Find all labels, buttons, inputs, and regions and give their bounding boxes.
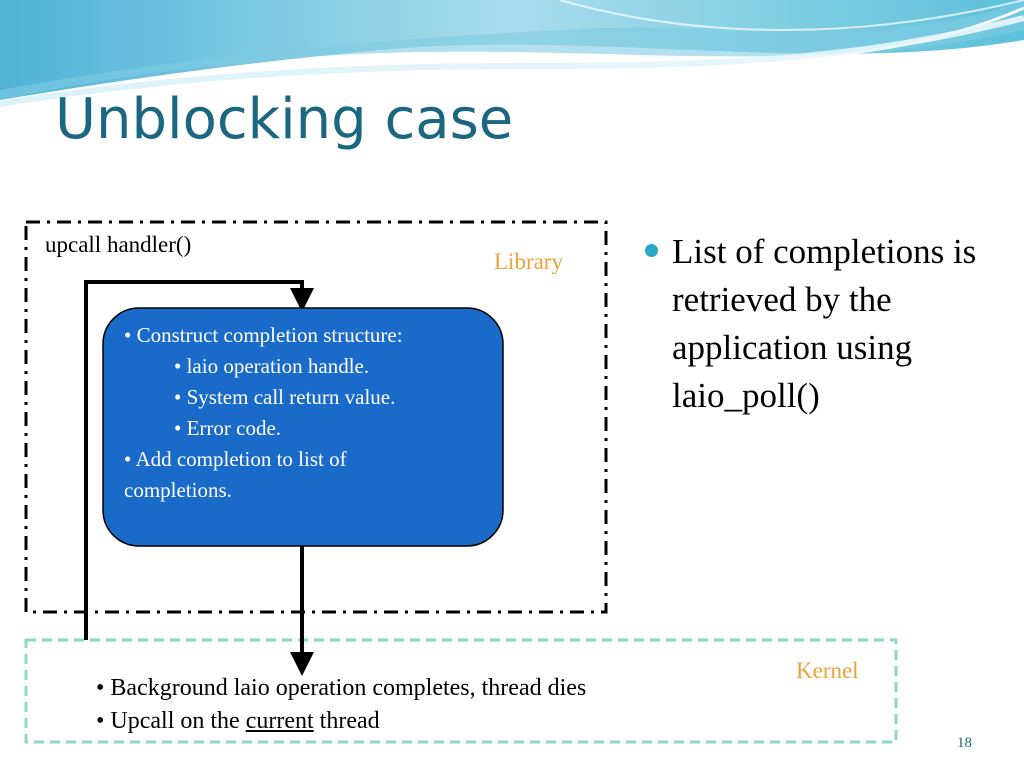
box-line: • Add completion to list of	[124, 447, 347, 471]
kernel-line-suffix: thread	[313, 708, 380, 734]
kernel-line-prefix: • Upcall on the	[96, 708, 246, 734]
kernel-line: • Background laio operation completes, t…	[96, 675, 587, 701]
box-line: • Error code.	[174, 416, 282, 440]
box-line: • laio operation handle.	[174, 354, 370, 378]
kernel-line: • Upcall on the current thread	[96, 705, 586, 738]
upcall-handler-label: upcall handler()	[45, 232, 192, 257]
header-wave-decoration	[0, 0, 1024, 114]
library-boundary	[24, 220, 608, 614]
upcall-arrow	[84, 280, 314, 640]
bullet-list: List of completions is retrieved by the …	[645, 228, 1015, 420]
completion-box-text: • Construct completion structure: • laio…	[124, 320, 500, 506]
bullet-text: List of completions is retrieved by the …	[672, 232, 977, 415]
kernel-text: • Background laio operation completes, t…	[96, 672, 586, 738]
slide-title: Unblocking case	[55, 87, 514, 152]
page-number: 18	[957, 735, 972, 751]
kernel-line-underlined: current	[245, 708, 314, 734]
kernel-label: Kernel	[796, 658, 859, 683]
box-line: • Construct completion structure:	[124, 323, 403, 347]
library-label: Library	[494, 249, 563, 274]
box-line: • System call return value.	[174, 385, 396, 409]
bullet-item: List of completions is retrieved by the …	[645, 228, 1015, 420]
kernel-boundary	[24, 638, 898, 744]
bullet-dot-icon	[645, 244, 658, 257]
box-line: completions.	[124, 478, 232, 502]
